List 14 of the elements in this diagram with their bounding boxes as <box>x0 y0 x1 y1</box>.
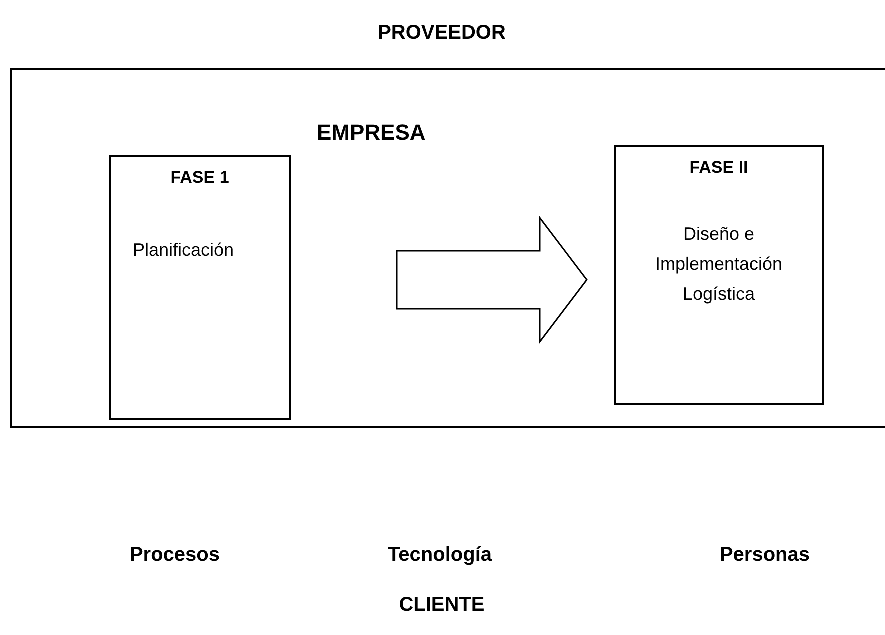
phase-description: Planificación <box>133 238 236 262</box>
company-frame <box>10 68 885 428</box>
label: Tecnología <box>388 543 492 568</box>
phase-title: FASE II <box>688 157 750 179</box>
heading: EMPRESA <box>317 119 426 147</box>
phase-description: Diseño e Implementación Logística <box>654 222 784 306</box>
phase-box <box>109 155 291 420</box>
label: Personas <box>720 543 810 568</box>
phase-box <box>614 145 824 405</box>
label: Procesos <box>130 543 220 568</box>
label: CLIENTE <box>399 593 485 618</box>
label: PROVEEDOR <box>378 21 506 46</box>
phase-title: FASE 1 <box>170 167 230 189</box>
block-arrow <box>396 216 588 344</box>
